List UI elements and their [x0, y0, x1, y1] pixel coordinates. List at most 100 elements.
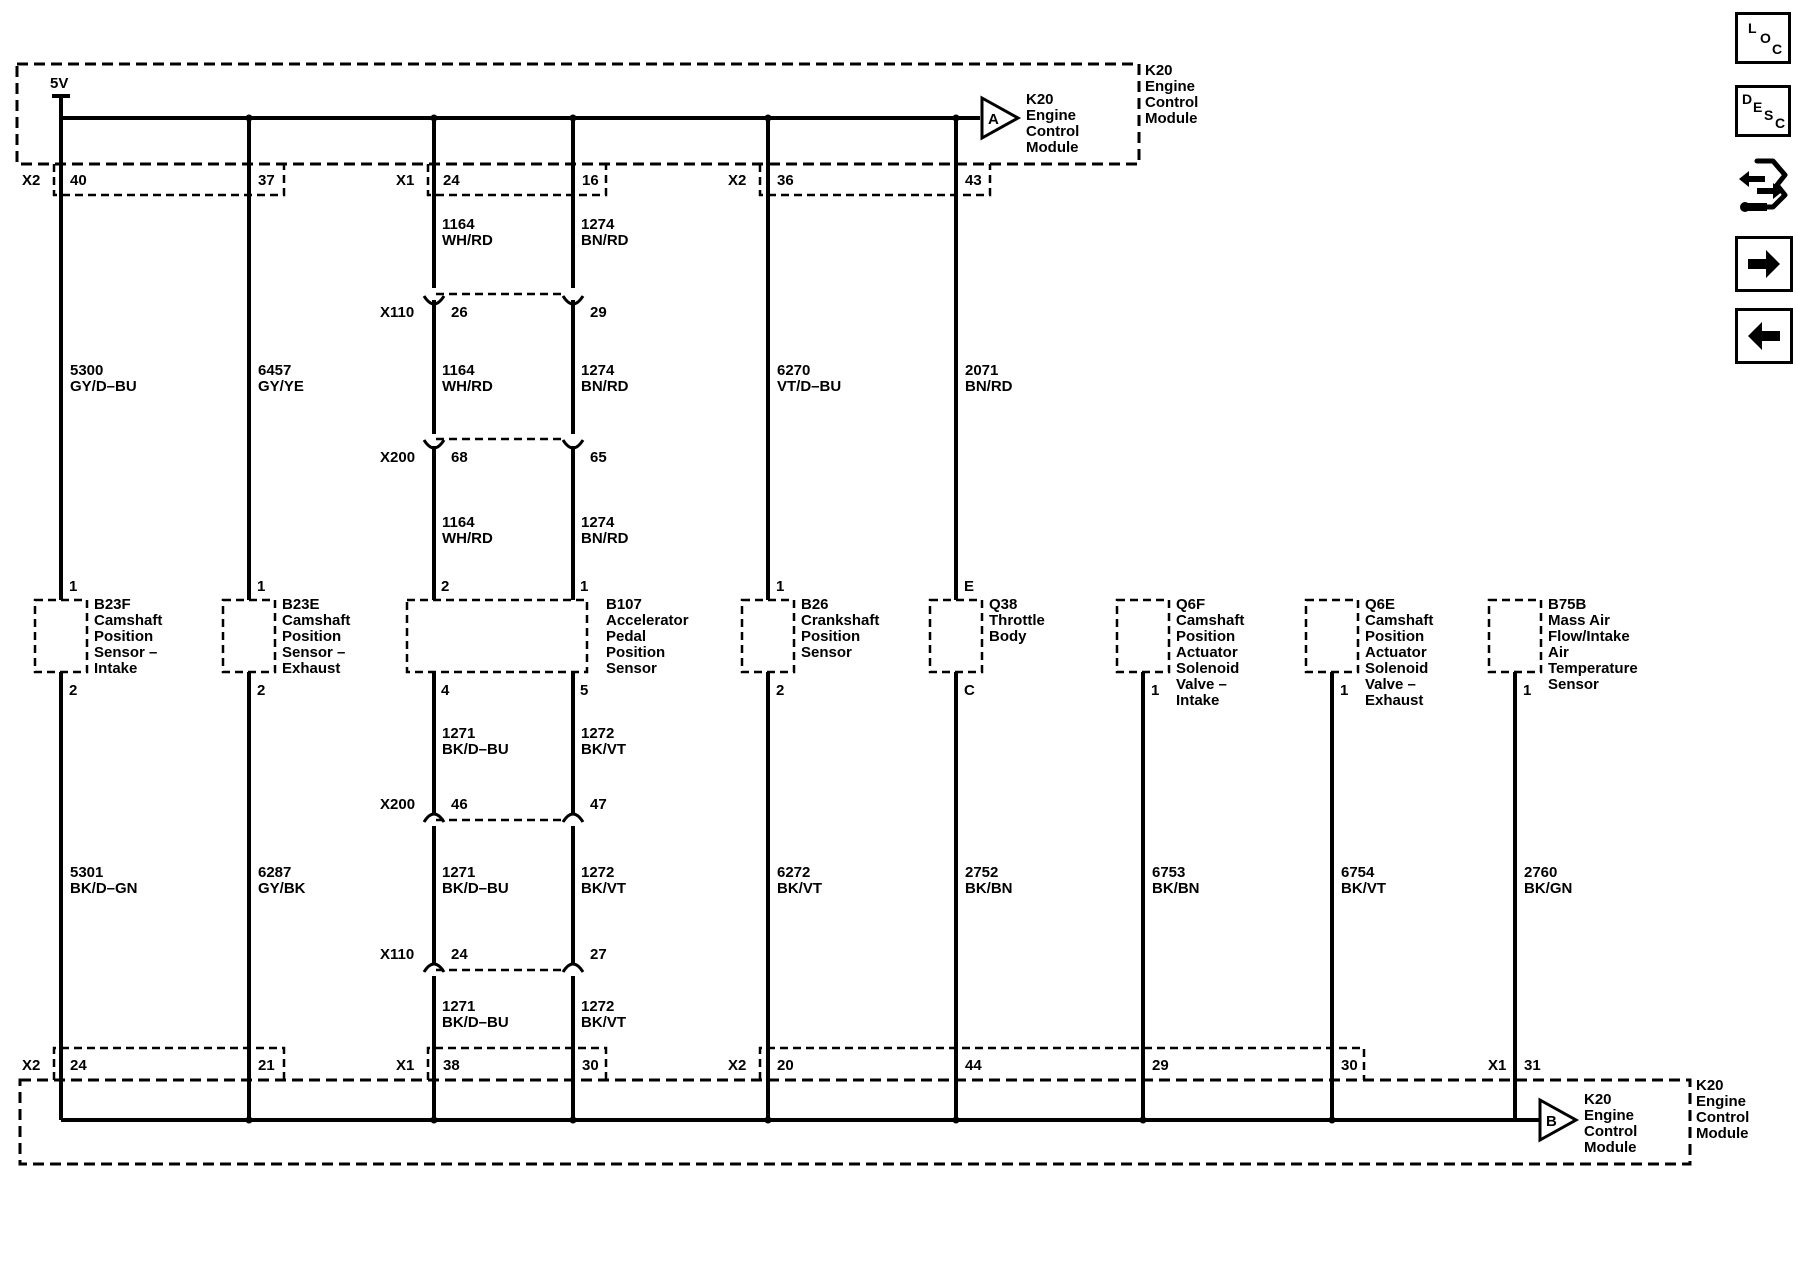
component-desc: Camshaft	[1365, 612, 1433, 629]
wire-circuit: 1271	[442, 864, 475, 881]
wire-color: BK/BN	[965, 880, 1013, 897]
junction-dot	[952, 114, 960, 122]
connector-end-view-icon[interactable]	[1735, 155, 1791, 221]
component-pin: 1	[1151, 682, 1159, 699]
loc-button[interactable]: L O C	[1735, 12, 1791, 64]
wire-circuit: 2760	[1524, 864, 1557, 881]
component-desc: Sensor –	[282, 644, 345, 661]
wire-circuit: 6754	[1341, 864, 1375, 881]
component-desc: Solenoid	[1365, 660, 1428, 677]
bottom-pin: 38	[443, 1057, 460, 1074]
wire-circuit: 1272	[581, 725, 614, 742]
junction-dot	[430, 114, 438, 122]
component-desc: Mass Air	[1548, 612, 1610, 629]
bottom-pin: 29	[1152, 1057, 1169, 1074]
component-ref: Q6E	[1365, 596, 1395, 613]
loc-letter: L	[1748, 20, 1757, 36]
bottom-pin: 24	[70, 1057, 87, 1074]
cup-x110-29	[561, 295, 585, 306]
component-desc: Throttle	[989, 612, 1045, 629]
top-connector-box	[52, 164, 286, 197]
flag-a-label: Control	[1026, 123, 1079, 140]
inline-connector-pin: 68	[451, 449, 468, 466]
junction-dot	[245, 114, 253, 122]
component-desc: Body	[989, 628, 1027, 645]
top-connector-box	[758, 164, 992, 197]
ecm-top-label: Module	[1145, 110, 1198, 127]
desc-button[interactable]: D E S C	[1735, 85, 1791, 137]
cup-x200-47	[561, 812, 585, 823]
component-desc: Camshaft	[1176, 612, 1244, 629]
wire-color: VT/D–BU	[777, 378, 841, 395]
wire-color: BK/D–BU	[442, 880, 509, 897]
component-desc: Position	[606, 644, 665, 661]
bottom-connector-label: X1	[1488, 1057, 1506, 1074]
bottom-connector-box	[52, 1046, 286, 1080]
component-ref: Q6F	[1176, 596, 1205, 613]
wire-color: GY/D–BU	[70, 378, 137, 395]
component-desc: Exhaust	[1365, 692, 1423, 709]
component-desc: Exhaust	[282, 660, 340, 677]
bottom-pin: 44	[965, 1057, 982, 1074]
wire-color: BK/D–BU	[442, 741, 509, 758]
bottom-connector-label: X1	[396, 1057, 414, 1074]
next-button[interactable]	[1735, 236, 1793, 292]
flag-a-letter: A	[988, 111, 999, 128]
flag-b-label: Control	[1584, 1123, 1637, 1140]
desc-letter: C	[1775, 115, 1785, 131]
component-pin: 1	[776, 578, 784, 595]
inline-connector-pin: 26	[451, 304, 468, 321]
component-desc: Position	[282, 628, 341, 645]
component-pin: 2	[69, 682, 77, 699]
flag-b-letter: B	[1546, 1113, 1557, 1130]
cup-x110-26	[422, 295, 446, 306]
prev-button[interactable]	[1735, 308, 1793, 364]
top-pin: 43	[965, 172, 982, 189]
inline-connector-name: X200	[380, 796, 415, 813]
component-desc: Sensor	[801, 644, 852, 661]
wire-color: BK/BN	[1152, 880, 1200, 897]
component-desc: Flow/Intake	[1548, 628, 1630, 645]
wire-color: GY/YE	[258, 378, 304, 395]
component-desc: Intake	[94, 660, 137, 677]
junction-dot	[569, 1116, 577, 1124]
component-desc: Valve –	[1365, 676, 1416, 693]
flag-b-icon	[1538, 1097, 1580, 1143]
wire-color: BK/VT	[581, 1014, 626, 1031]
wire-circuit: 6753	[1152, 864, 1185, 881]
component-pin: 1	[1523, 682, 1531, 699]
junction-dot	[764, 114, 772, 122]
wire-color: BK/VT	[1341, 880, 1386, 897]
wire-color: BK/VT	[581, 741, 626, 758]
component-box-q38	[928, 598, 984, 674]
wire-circuit: 1272	[581, 998, 614, 1015]
wire-color: BK/VT	[581, 880, 626, 897]
flag-a-label: Engine	[1026, 107, 1076, 124]
component-desc: Position	[801, 628, 860, 645]
supply-label: 5V	[50, 75, 68, 92]
bottom-pin: 30	[1341, 1057, 1358, 1074]
component-ref: B107	[606, 596, 642, 613]
component-desc: Temperature	[1548, 660, 1638, 677]
component-ref: B23F	[94, 596, 131, 613]
wire-circuit: 6272	[777, 864, 810, 881]
component-pin: 1	[580, 578, 588, 595]
component-box-q6e	[1304, 598, 1360, 674]
wire-color: WH/RD	[442, 232, 493, 249]
component-desc: Solenoid	[1176, 660, 1239, 677]
loc-letter: C	[1772, 41, 1782, 57]
cup-x110-24	[422, 962, 446, 973]
wire-circuit: 6270	[777, 362, 810, 379]
wire-color: BK/D–GN	[70, 880, 138, 897]
wire-circuit: 1272	[581, 864, 614, 881]
component-desc: Sensor	[606, 660, 657, 677]
component-pin: 2	[441, 578, 449, 595]
inline-connector-pin: 27	[590, 946, 607, 963]
bottom-pin: 21	[258, 1057, 275, 1074]
component-desc: Position	[1176, 628, 1235, 645]
wire-color: BK/GN	[1524, 880, 1572, 897]
wire-circuit: 5301	[70, 864, 103, 881]
inline-connector-pin: 24	[451, 946, 468, 963]
component-desc: Actuator	[1365, 644, 1427, 661]
junction-dot	[1328, 1116, 1336, 1124]
